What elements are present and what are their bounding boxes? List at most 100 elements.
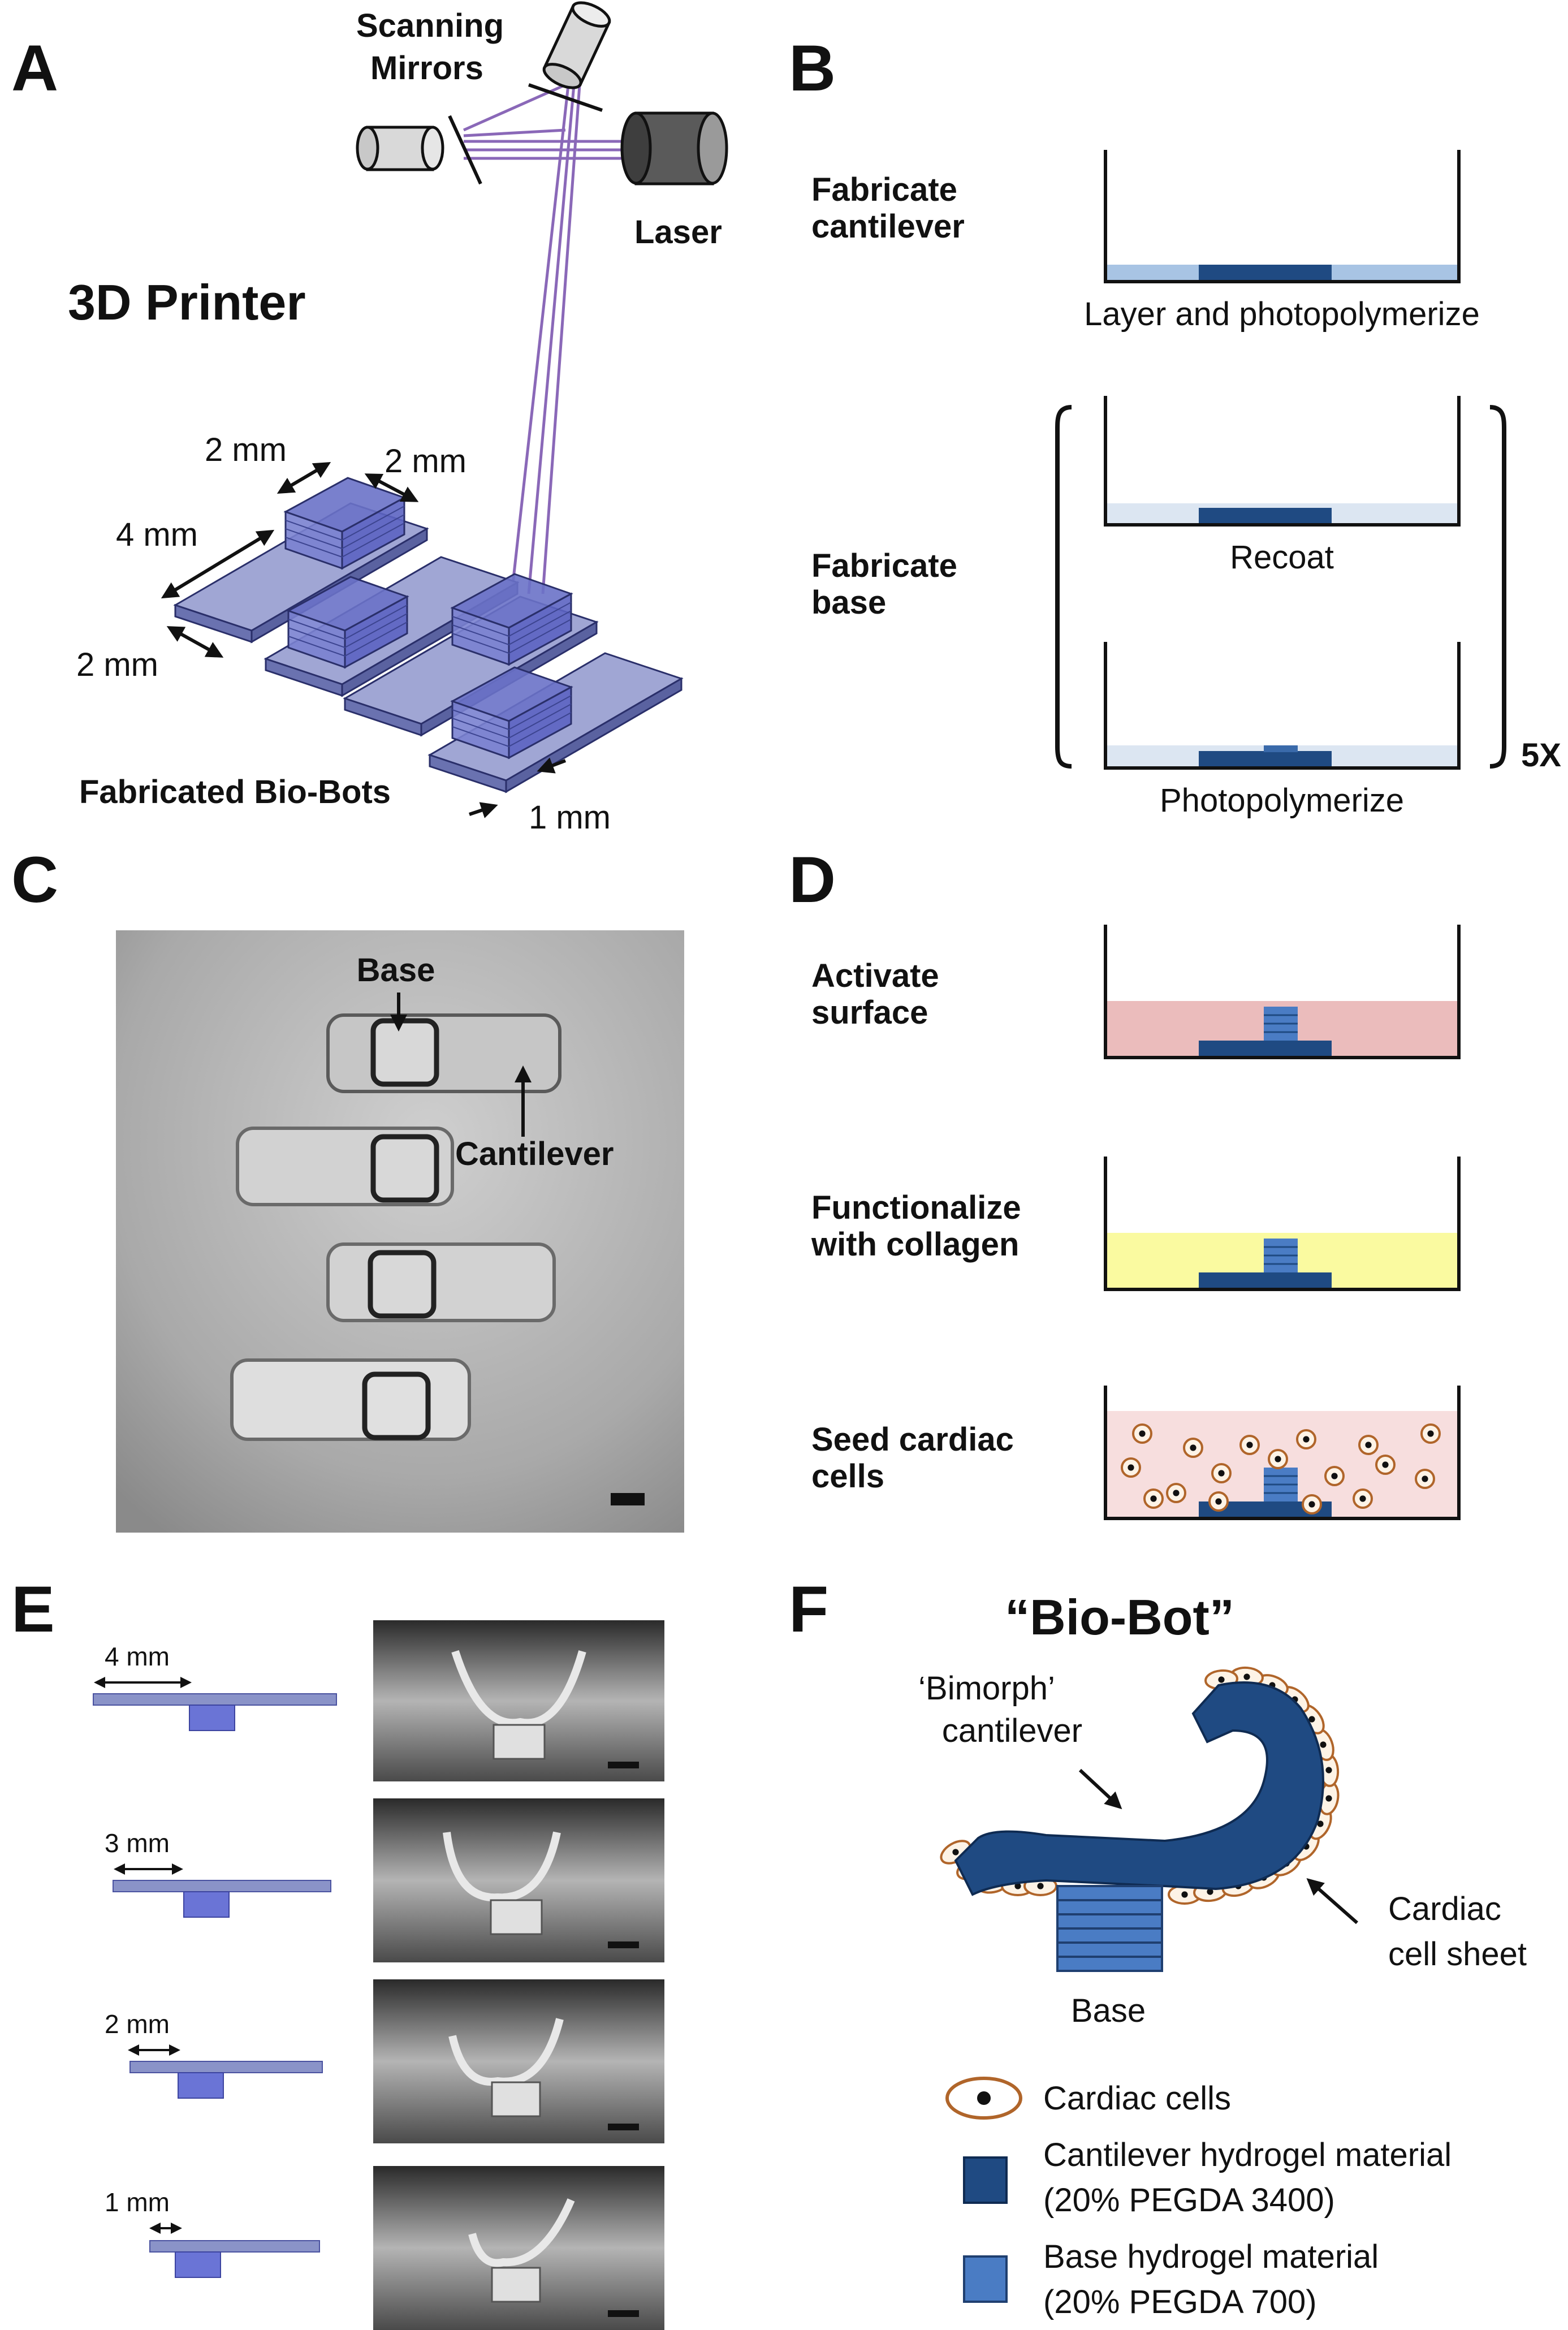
scale-bar [611, 1493, 645, 1505]
panel-letter-e: E [11, 1573, 55, 1646]
legend-label: Cantilever hydrogel material [1043, 2137, 1452, 2173]
cardiac-cell-icon [1302, 1494, 1322, 1514]
vat [1104, 396, 1461, 527]
panel-letter-f: F [789, 1573, 828, 1646]
bio-bot-title: “Bio-Bot” [1005, 1589, 1234, 1645]
legend-item-base-material: Base hydrogel material (20% PEGDA 700) [963, 2238, 1379, 2320]
cell-sheet-label: Cardiac [1388, 1891, 1501, 1927]
length-label: 1 mm [105, 2187, 170, 2217]
legend-label: (20% PEGDA 3400) [1043, 2182, 1335, 2219]
cardiac-cell-icon [1183, 1438, 1203, 1458]
cardiac-cell-icon [1420, 1423, 1441, 1444]
vat [1104, 150, 1461, 283]
bimorph-label: ‘Bimorph’ [918, 1670, 1055, 1707]
dimension-label: 2 mm [205, 432, 287, 468]
bimorph-label: cantilever [942, 1712, 1082, 1749]
step-label: Fabricate [811, 547, 957, 584]
length-row: 1 mm [105, 2187, 320, 2278]
cardiac-cell-icon [1166, 1483, 1186, 1503]
cardiac-cell-icon [1268, 1449, 1288, 1469]
length-row: 4 mm [93, 1642, 337, 1731]
micrograph-bot [326, 1242, 556, 1322]
panel-d: D Activate surface Functionalize with co… [789, 844, 1461, 1520]
cell-sheet-arrow [1306, 1878, 1358, 1925]
laser-label: Laser [634, 214, 722, 251]
step-label: Activate [811, 957, 939, 994]
fabricated-label: Fabricated Bio-Bots [79, 774, 391, 810]
scanning-mirrors-label: Scanning [356, 7, 504, 44]
legend-item-cantilever-material: Cantilever hydrogel material (20% PEGDA … [963, 2137, 1452, 2219]
legend: Cardiac cells Cantilever hydrogel materi… [945, 2077, 1452, 2320]
printed-bio-bots [173, 477, 684, 793]
vat [1104, 642, 1461, 770]
cardiac-cell-icon [1415, 1469, 1435, 1489]
base-label: Base [357, 952, 435, 989]
cell-sheet-label: cell sheet [1388, 1936, 1527, 1973]
cardiac-cell-icon [1375, 1455, 1396, 1475]
photo [373, 1798, 664, 1962]
cardiac-cell-icon [1211, 1463, 1232, 1483]
cantilever-label: Cantilever [455, 1136, 614, 1172]
panel-letter-b: B [789, 32, 836, 105]
base-label: Base [1071, 1992, 1146, 2029]
dimension-label: 2 mm [385, 443, 466, 480]
length-label: 2 mm [105, 2009, 170, 2039]
bracket-right [1489, 405, 1506, 769]
scanning-mirrors-label-2: Mirrors [370, 50, 483, 87]
vat [1104, 925, 1461, 1059]
length-label: 3 mm [105, 1828, 170, 1858]
bracket-left [1055, 405, 1072, 769]
step-label: base [811, 584, 886, 621]
step-label: with collagen [811, 1226, 1019, 1263]
cardiac-cell-icon [1121, 1457, 1141, 1478]
panel-a: A [11, 1, 728, 836]
cardiac-cell-icon [1143, 1488, 1164, 1509]
printer-label: 3D Printer [68, 274, 306, 330]
step-label: Functionalize [811, 1189, 1021, 1226]
legend-item-cardiac-cells: Cardiac cells [945, 2077, 1231, 2120]
dimension-label: 2 mm [76, 646, 158, 683]
cardiac-cell-icon [1239, 1435, 1260, 1455]
dimension-label: 1 mm [529, 799, 611, 836]
legend-label: (20% PEGDA 700) [1043, 2284, 1317, 2320]
seeded-cells [1121, 1423, 1441, 1514]
vat [1104, 1157, 1461, 1291]
cardiac-cell-icon [1324, 1466, 1345, 1486]
step-label: cantilever [811, 208, 965, 245]
vat-caption: Layer and photopolymerize [1084, 296, 1480, 333]
panel-e: E 4 mm 3 mm 2 mm 1 mm [11, 1573, 664, 2330]
micrograph-bot [236, 1127, 454, 1206]
step-label: Seed cardiac [811, 1421, 1014, 1458]
cardiac-cell-icon [1353, 1488, 1373, 1509]
photo [373, 2166, 664, 2330]
panel-c: C Base Cantilever [11, 844, 684, 1533]
cardiac-cell-icon [1358, 1435, 1379, 1455]
legend-label: Base hydrogel material [1043, 2238, 1379, 2275]
micrograph-bot [326, 1013, 561, 1093]
laser-icon [620, 111, 728, 185]
scanner-motor-icon [356, 115, 482, 185]
length-label: 4 mm [105, 1642, 170, 1671]
panel-letter-a: A [11, 32, 58, 105]
dimension-label: 4 mm [116, 516, 198, 553]
dimension-arrows [161, 461, 567, 818]
cardiac-cell-icon [1208, 1491, 1229, 1512]
panel-f: F “Bio-Bot” ‘Bimorph’ cantilever Cardiac… [789, 1573, 1527, 2320]
bimorph-arrow [1078, 1768, 1122, 1810]
bimorph-cantilever [954, 1681, 1324, 1896]
vat [1104, 1386, 1461, 1520]
micrograph-bot [230, 1358, 471, 1441]
panel-letter-d: D [789, 844, 836, 916]
panel-letter-c: C [11, 844, 58, 916]
step-label: surface [811, 994, 928, 1031]
vat-caption: Recoat [1230, 539, 1334, 576]
legend-label: Cardiac cells [1043, 2080, 1231, 2117]
photo [373, 1620, 664, 1781]
step-label: Fabricate [811, 171, 957, 208]
step-label: cells [811, 1458, 884, 1495]
cardiac-cell-icon [1132, 1423, 1152, 1444]
bio-bot-base [1056, 1885, 1163, 1972]
length-row: 2 mm [105, 2009, 323, 2099]
vat-caption: Photopolymerize [1160, 782, 1404, 819]
